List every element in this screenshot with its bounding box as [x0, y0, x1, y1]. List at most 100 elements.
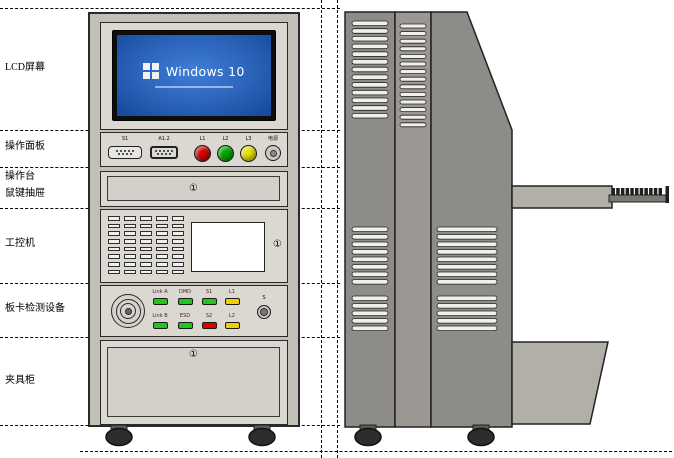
led-S1 [201, 298, 217, 305]
pc-vent [172, 223, 184, 229]
pc-vent [108, 231, 120, 236]
pc-vent [124, 269, 136, 275]
pc-vent [172, 239, 184, 244]
section-label-4: 鼠键抽屉 [5, 188, 45, 199]
pc-vent [124, 239, 136, 244]
pc-vent [140, 262, 152, 267]
pc-vent [108, 216, 120, 221]
pc-vent [124, 246, 136, 252]
connector-label-1: S1 [121, 136, 129, 142]
keyboard-drawer: ① [100, 171, 288, 207]
led-label-S2: S2 [205, 313, 213, 319]
side-view-body [344, 11, 613, 428]
s-button-label: S [262, 295, 266, 301]
pc-vent [108, 246, 120, 252]
pc-panel: ① [100, 209, 288, 283]
led-label-L1: L1 [229, 289, 235, 295]
divider-line-top [0, 8, 340, 9]
section-label-7: 夹具柜 [5, 375, 35, 386]
indicator-button-label-L2: L2 [222, 136, 229, 142]
fixture-handle: ① [189, 349, 198, 360]
led-L1 [224, 298, 240, 305]
pc-vent [156, 262, 168, 267]
fixture-door: ① [107, 347, 280, 417]
led-label-L2: L2 [229, 313, 235, 319]
pc-vent [108, 223, 120, 229]
connector-1 [108, 146, 142, 159]
pc-vent [140, 269, 152, 275]
pc-vent [124, 231, 136, 236]
led-ESD [177, 322, 193, 329]
pc-vent [156, 239, 168, 244]
power-socket-label: 电源 [267, 136, 278, 142]
led-L2 [224, 322, 240, 329]
indicator-button-label-L1: L1 [199, 136, 206, 142]
pc-vent [108, 239, 120, 244]
pc-vent [156, 223, 168, 229]
s-button [257, 305, 271, 319]
connector-label-2: A1.2 [158, 136, 170, 142]
pc-vent [140, 254, 152, 259]
pc-vent [156, 246, 168, 252]
pc-vent [156, 269, 168, 275]
indicator-button-L3 [240, 145, 257, 162]
buzzer-speaker-icon [111, 294, 145, 328]
led-label-Link-A: Link A [152, 289, 168, 295]
led-Link-A [152, 298, 168, 305]
led-DMD [177, 298, 193, 305]
pc-vent [140, 239, 152, 244]
led-label-S1: S1 [205, 289, 213, 295]
lcd-bezel: Windows 10 [112, 30, 276, 121]
side-shelf [511, 341, 609, 425]
pc-vent [124, 216, 136, 221]
windows-logo-icon [143, 63, 159, 79]
pc-vent [124, 254, 136, 259]
pc-vent [172, 262, 184, 267]
pc-vent [156, 216, 168, 221]
drawer-front: ① [107, 176, 280, 201]
view-separator-line-2 [337, 0, 338, 458]
pc-vent [140, 223, 152, 229]
led-S2 [201, 322, 217, 329]
indicator-button-L2 [217, 145, 234, 162]
pc-vent [172, 269, 184, 275]
fixture-cabinet: ① [100, 340, 288, 425]
pc-vent [108, 269, 120, 275]
led-label-ESD: ESD [179, 313, 191, 319]
led-label-Link-B: Link B [152, 313, 168, 319]
pc-vent [124, 223, 136, 229]
screen-tagline-bar [155, 85, 233, 88]
pc-vent [172, 246, 184, 252]
indicator-button-L1 [194, 145, 211, 162]
drawer-handle: ① [189, 182, 198, 194]
lcd-screen: Windows 10 [117, 35, 271, 116]
pc-vent-grid [108, 216, 184, 275]
pc-vent [124, 262, 136, 267]
pc-display [191, 222, 265, 272]
keyboard-tray [511, 185, 613, 209]
section-label-1: LCD屏幕 [5, 62, 45, 73]
pc-handle: ① [273, 239, 282, 250]
section-label-2: 操作面板 [5, 141, 45, 152]
view-separator-line-1 [321, 0, 322, 458]
pc-vent [140, 246, 152, 252]
section-label-5: 工控机 [5, 238, 35, 249]
pc-vent [140, 216, 152, 221]
pc-vent [172, 231, 184, 236]
screen-panel: Windows 10 [100, 22, 288, 130]
led-label-DMD: DMD [178, 289, 191, 295]
pc-vent [156, 254, 168, 259]
pc-vent [172, 254, 184, 259]
pc-vent [108, 262, 120, 267]
connector-2 [150, 146, 178, 159]
side-view-vents [351, 20, 498, 331]
windows-brand-text: Windows 10 [165, 63, 245, 79]
pc-vent [172, 216, 184, 221]
section-label-6: 板卡检测设备 [5, 303, 65, 314]
